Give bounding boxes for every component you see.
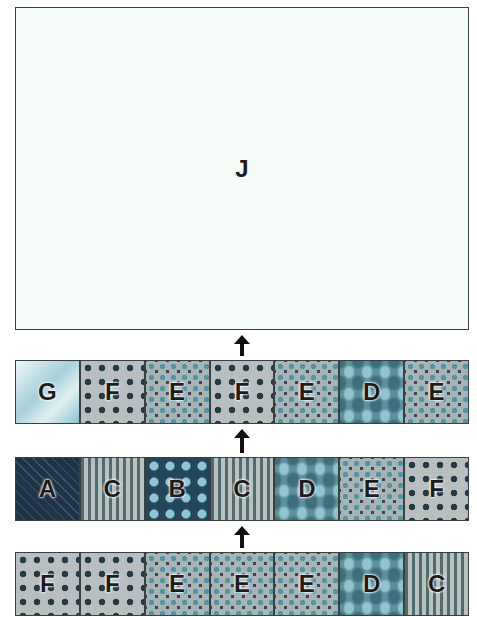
arrow-shaft	[240, 344, 244, 356]
arrow-head	[234, 335, 250, 344]
fabric-square: E	[274, 360, 339, 424]
fabric-letter: J	[235, 157, 248, 181]
fabric-square: E	[145, 360, 210, 424]
fabric-square: F	[80, 552, 145, 616]
fabric-letter: E	[169, 380, 185, 404]
arrow-head	[234, 526, 250, 535]
fabric-letter: C	[428, 572, 445, 596]
arrow-shaft	[240, 438, 244, 453]
fabric-letter: B	[168, 477, 185, 501]
fabric-square: E	[404, 360, 469, 424]
fabric-square: B	[145, 457, 210, 521]
fabric-square: F	[15, 552, 80, 616]
fabric-square: E	[274, 552, 339, 616]
fabric-square: G	[15, 360, 80, 424]
fabric-letter: F	[40, 572, 55, 596]
fabric-square: F	[80, 360, 145, 424]
fabric-letter: D	[363, 380, 380, 404]
fabric-letter: A	[39, 477, 56, 501]
fabric-square: C	[80, 457, 145, 521]
fabric-letter: E	[169, 572, 185, 596]
assembly-arrow	[234, 429, 250, 453]
quilt-panel: J	[15, 7, 469, 330]
fabric-square: A	[15, 457, 80, 521]
arrow-head	[234, 429, 250, 438]
assembly-arrow	[234, 526, 250, 548]
fabric-letter: D	[298, 477, 315, 501]
fabric-square: D	[339, 552, 404, 616]
fabric-square: D	[339, 360, 404, 424]
fabric-letter: E	[299, 572, 315, 596]
arrow-shaft	[240, 535, 244, 548]
fabric-letter: D	[363, 572, 380, 596]
fabric-letter: E	[234, 572, 250, 596]
fabric-square: E	[145, 552, 210, 616]
fabric-square: E	[210, 552, 275, 616]
fabric-square: F	[404, 457, 469, 521]
fabric-square: F	[210, 360, 275, 424]
fabric-letter: F	[235, 380, 250, 404]
fabric-letter: F	[429, 477, 444, 501]
fabric-square: C	[210, 457, 275, 521]
fabric-square: D	[274, 457, 339, 521]
fabric-letter: C	[104, 477, 121, 501]
fabric-letter: E	[299, 380, 315, 404]
assembly-arrow	[234, 335, 250, 356]
fabric-square: E	[339, 457, 404, 521]
fabric-letter: C	[233, 477, 250, 501]
fabric-letter: E	[364, 477, 380, 501]
fabric-letter: E	[429, 380, 445, 404]
fabric-letter: G	[38, 380, 57, 404]
fabric-letter: F	[105, 380, 120, 404]
fabric-letter: F	[105, 572, 120, 596]
fabric-square: C	[404, 552, 469, 616]
